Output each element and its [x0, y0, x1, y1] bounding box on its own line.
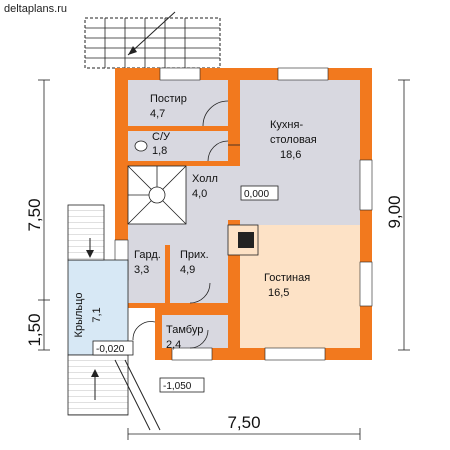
gard-label: Гард.: [134, 249, 161, 261]
living-label: Гостиная: [264, 272, 310, 284]
porch-label: Крыльцо: [73, 293, 85, 338]
su-area: 1,8: [152, 145, 167, 157]
hall-label: Холл: [192, 173, 218, 185]
prikh-area: 4,9: [180, 264, 195, 276]
kitchen-label-1: Кухня-: [270, 119, 303, 131]
kitchen-label-2: столовая: [270, 134, 317, 146]
upper-stair: [84, 11, 221, 69]
su-label: С/У: [152, 131, 171, 143]
porch-area: 7,1: [91, 307, 103, 322]
dim-left-small: 1,50: [25, 313, 44, 346]
prikh-room: [128, 225, 238, 308]
porch: [67, 204, 161, 431]
tambur-label: Тамбур: [166, 324, 203, 336]
prikh-label: Прих.: [180, 249, 209, 261]
dimension-lines: [38, 79, 410, 440]
gard-area: 3,3: [134, 264, 149, 276]
dim-bottom: 7,50: [227, 413, 260, 432]
spiral-stair: [127, 165, 187, 225]
postir-label: Постир: [150, 93, 187, 105]
kitchen-area: 18,6: [280, 149, 301, 161]
living-room: [240, 225, 360, 348]
postir-room: [128, 80, 228, 126]
site-label: deltaplans.ru: [4, 3, 67, 15]
hall-area: 4,0: [192, 188, 207, 200]
level-ground: -1,050: [163, 381, 192, 392]
dim-right: 9,00: [385, 195, 404, 228]
level-porch: -0,020: [96, 344, 125, 355]
postir-area: 4,7: [150, 108, 165, 120]
level-floor: 0,000: [244, 189, 269, 200]
tambur-area: 2,4: [166, 339, 181, 351]
dim-left-main: 7,50: [25, 198, 44, 231]
tambur-room: [162, 315, 228, 348]
living-area: 16,5: [268, 287, 289, 299]
